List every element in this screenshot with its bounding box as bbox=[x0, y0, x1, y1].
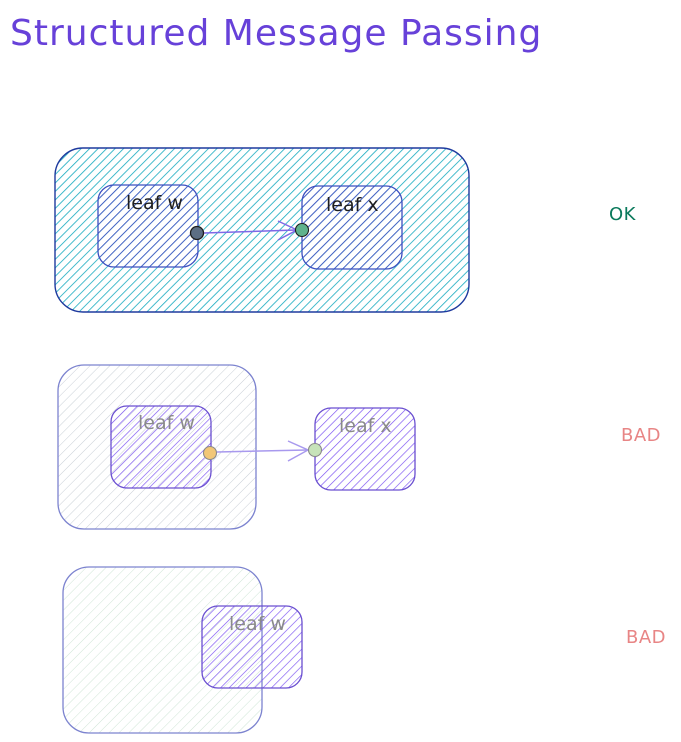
leaf-x-label: leaf x bbox=[339, 415, 392, 437]
example-bad-crossing: leaf w leaf x BAD bbox=[57, 364, 661, 530]
leaf-w-label: leaf w bbox=[229, 613, 286, 635]
sender-port bbox=[189, 225, 205, 241]
message-arrow bbox=[203, 229, 297, 234]
leaf-x-label: leaf x bbox=[326, 194, 379, 216]
diagram-title: Structured Message Passing bbox=[10, 13, 542, 54]
example-bad-overlap: leaf w BAD bbox=[62, 566, 666, 734]
message-arrow bbox=[216, 449, 308, 453]
status-label-bad: BAD bbox=[626, 627, 666, 648]
status-label-bad: BAD bbox=[621, 425, 661, 446]
sender-port bbox=[202, 445, 218, 461]
example-ok: leaf w leaf x OK bbox=[54, 147, 637, 313]
receiver-port bbox=[294, 222, 310, 238]
leaf-w-label: leaf w bbox=[126, 192, 183, 214]
receiver-port bbox=[307, 442, 323, 458]
leaf-w-label: leaf w bbox=[138, 412, 195, 434]
leaf-w-node bbox=[201, 605, 303, 689]
status-label-ok: OK bbox=[609, 204, 637, 225]
